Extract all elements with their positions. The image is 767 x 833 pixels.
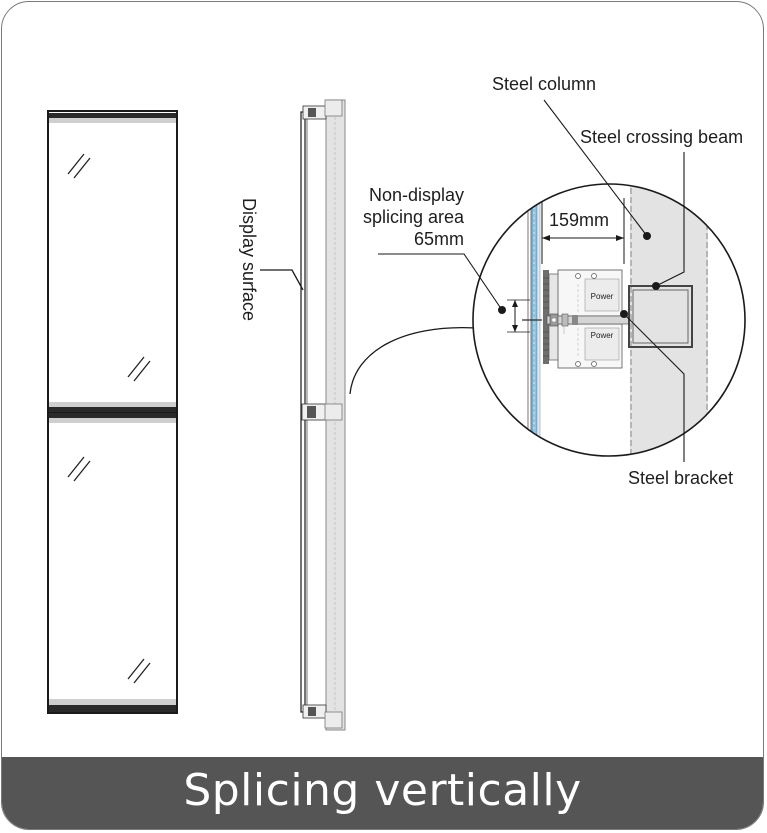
magnify-connector-line [349, 326, 477, 395]
side-view: Display surface [239, 99, 477, 731]
non-display-label-line1: Non-display [369, 185, 464, 205]
footer-bar: Splicing vertically [2, 757, 763, 829]
steel-column-label: Steel column [492, 74, 596, 94]
power-label-top: Power [591, 292, 614, 301]
callouts [378, 99, 685, 462]
bracket-bottom [302, 704, 343, 729]
bracket-top [302, 99, 343, 120]
steel-bracket-label: Steel bracket [628, 468, 733, 488]
non-display-value: 65mm [414, 229, 464, 249]
footer-title: Splicing vertically [183, 765, 582, 816]
power-box-bottom: Power [557, 323, 623, 369]
glass-reflection-mark [67, 456, 151, 684]
steel-crossing-beam-label: Steel crossing beam [580, 127, 743, 147]
steel-bracket-dot [620, 310, 628, 318]
steel-column-detail [630, 184, 708, 456]
power-box-top: Power [557, 269, 623, 317]
front-view-panels [47, 110, 178, 714]
glass-reflection-mark [67, 153, 151, 382]
display-surface-label: Display surface [239, 198, 259, 321]
steel-crossing-beam-section [628, 285, 693, 348]
magnifier-circle [472, 183, 746, 457]
dimension-159-label: 159mm [549, 210, 609, 230]
power-label-bottom: Power [591, 331, 614, 340]
upper-display-panel [47, 110, 178, 414]
steel-column-dot [643, 232, 651, 240]
display-surface-leader [260, 269, 304, 291]
lower-display-panel [47, 412, 178, 714]
non-display-dot [498, 306, 506, 314]
magnified-detail: Power Power [472, 183, 746, 457]
glass-panel-detail [531, 184, 538, 456]
bracket-middle [301, 403, 343, 421]
crossing-beam-dot [652, 282, 660, 290]
non-display-label-line2: splicing area [363, 207, 465, 227]
